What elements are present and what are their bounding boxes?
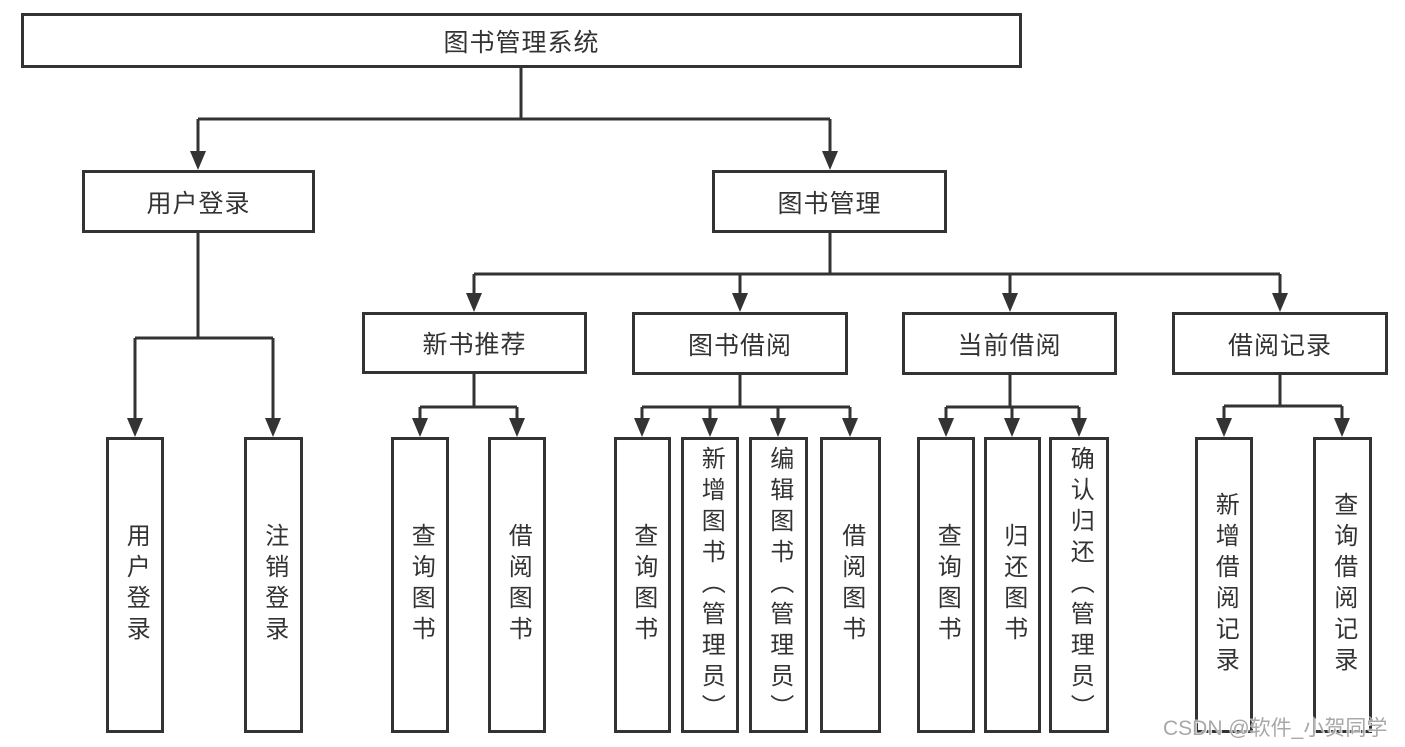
leaf-user-login-label: 用户登录	[122, 523, 150, 647]
node-root-library-system: 图书管理系统	[21, 13, 1022, 68]
node-new-book-recommend: 新书推荐	[362, 312, 587, 374]
leaf-query-books-current-borrow: 查询图书	[917, 437, 975, 733]
csdn-watermark: CSDN @软件_小贺同学	[1163, 717, 1388, 740]
leaf-return-books: 归还图书	[984, 437, 1041, 733]
leaf-add-borrow-record-label: 新增借阅记录	[1211, 492, 1239, 678]
leaf-query-books-current-borrow-label: 查询图书	[933, 523, 961, 647]
leaf-return-books-label: 归还图书	[999, 523, 1027, 647]
leaf-edit-books-admin-label: 编辑图书（管理员）	[765, 445, 793, 725]
leaf-query-books-new-book-label: 查询图书	[407, 523, 435, 647]
leaf-user-login: 用户登录	[106, 437, 164, 733]
leaf-confirm-return-admin-label: 确认归还（管理员）	[1066, 445, 1094, 725]
node-user-login: 用户登录	[82, 170, 315, 233]
leaf-logout-login: 注销登录	[244, 437, 303, 733]
leaf-logout-login-label: 注销登录	[260, 523, 288, 647]
node-current-borrow: 当前借阅	[902, 312, 1117, 375]
node-book-management: 图书管理	[712, 170, 947, 233]
leaf-query-books-new-book: 查询图书	[391, 437, 449, 733]
leaf-borrow-books-book-borrow-label: 借阅图书	[837, 523, 865, 647]
leaf-add-books-admin-label: 新增图书（管理员）	[697, 445, 725, 725]
leaf-query-borrow-record: 查询借阅记录	[1313, 437, 1372, 733]
leaf-borrow-books-new-book: 借阅图书	[488, 437, 546, 733]
leaf-query-books-book-borrow-label: 查询图书	[629, 523, 657, 647]
leaf-borrow-books-new-book-label: 借阅图书	[504, 523, 532, 647]
leaf-query-books-book-borrow: 查询图书	[614, 437, 671, 733]
node-borrow-records: 借阅记录	[1172, 312, 1388, 375]
leaf-add-books-admin: 新增图书（管理员）	[681, 437, 739, 733]
leaf-add-borrow-record: 新增借阅记录	[1195, 437, 1253, 733]
node-book-borrow: 图书借阅	[632, 312, 848, 375]
leaf-confirm-return-admin: 确认归还（管理员）	[1049, 437, 1109, 733]
leaf-query-borrow-record-label: 查询借阅记录	[1329, 492, 1357, 678]
leaf-edit-books-admin: 编辑图书（管理员）	[749, 437, 808, 733]
leaf-borrow-books-book-borrow: 借阅图书	[820, 437, 881, 733]
